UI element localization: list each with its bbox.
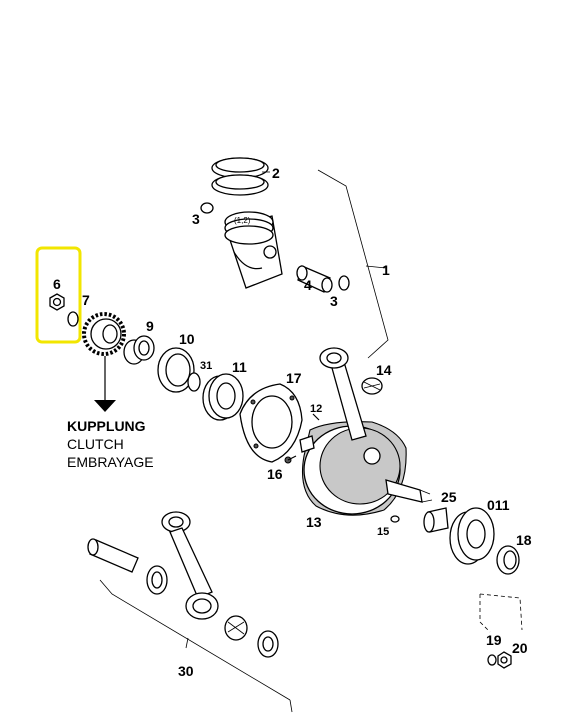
o-ring (187, 372, 201, 392)
washer-19 (487, 654, 497, 666)
circlip-3-upper (200, 202, 214, 214)
piston-pin (296, 265, 333, 293)
label-part-011: 011 (487, 497, 510, 513)
shaft-seal-right (496, 545, 520, 575)
label-part-19: 19 (486, 632, 502, 648)
label-part-12: 12 (310, 403, 322, 415)
main-bearing-right (449, 507, 495, 565)
label-part-2: 2 (272, 165, 280, 181)
label-part-31: 31 (200, 360, 212, 372)
label-part-4: 4 (304, 277, 312, 293)
nut (49, 293, 65, 311)
label-part-18: 18 (516, 532, 532, 548)
kit-connecting-rod (161, 511, 219, 620)
label-part-16: 16 (267, 466, 283, 482)
needle-bearing-small-end (361, 377, 383, 395)
piston-group-bracket (317, 169, 389, 359)
label-piston-mark: (1,2) (234, 216, 251, 225)
clutch-label-english: CLUTCH (67, 436, 124, 452)
label-part-20: 20 (512, 640, 528, 656)
dowel-pin-12 (312, 413, 320, 421)
label-part-15: 15 (377, 526, 389, 538)
shaft-seal (157, 347, 195, 393)
primary-gear (82, 312, 126, 356)
label-part-9: 9 (146, 318, 154, 334)
main-bearing-left (202, 373, 244, 421)
conrod-kit-bracket (99, 579, 293, 713)
label-part-14: 14 (376, 362, 392, 378)
label-part-25: 25 (441, 489, 457, 505)
bush (423, 507, 449, 533)
kit-needle-bearing (224, 615, 248, 641)
piston (224, 211, 283, 289)
label-part-1: 1 (382, 262, 390, 278)
sleeve (123, 335, 155, 365)
label-part-30: 30 (178, 663, 194, 679)
label-part-11: 11 (232, 359, 247, 375)
cover-plate (239, 383, 303, 463)
nut-20 (497, 651, 512, 669)
washer (67, 311, 79, 327)
screw (284, 455, 297, 464)
kit-piston-pin (87, 538, 139, 573)
woodruff-key (390, 515, 400, 523)
connecting-rod (319, 347, 367, 441)
piston-rings (211, 157, 270, 196)
dashed-bracket (479, 593, 523, 633)
highlight-box (35, 246, 82, 344)
crankshaft (299, 421, 433, 516)
label-part-6: 6 (53, 276, 61, 292)
label-part-7: 7 (82, 292, 90, 308)
circlip-3-lower (338, 275, 350, 291)
label-part-13: 13 (306, 514, 322, 530)
label-part-3-lower: 3 (330, 293, 338, 309)
label-part-10: 10 (179, 331, 195, 347)
clutch-label-german: KUPPLUNG (67, 418, 146, 434)
label-part-3-upper: 3 (192, 211, 200, 227)
clutch-label-french: EMBRAYAGE (67, 454, 154, 470)
kit-thrust-washer-right (257, 630, 279, 658)
clutch-arrow (94, 356, 116, 412)
label-part-17: 17 (286, 370, 302, 386)
kit-thrust-washer-left (146, 565, 168, 595)
